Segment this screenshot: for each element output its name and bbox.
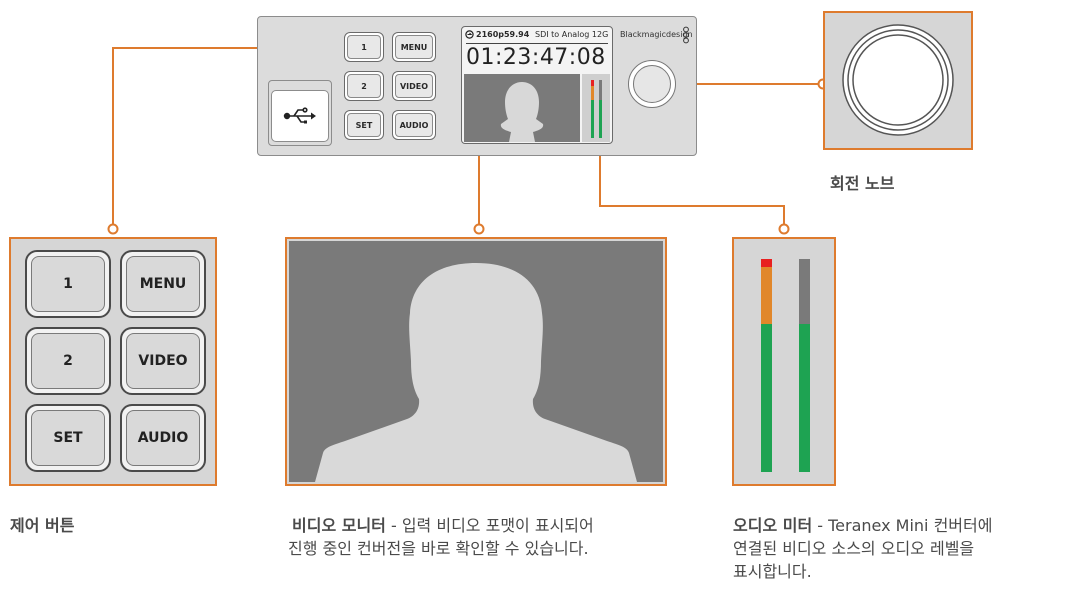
panel-rotary-knob-cap [633,65,671,103]
brand-logo: Blackmagicdesign [620,30,693,39]
audio-callout-line [599,138,785,229]
knob-caption: 회전 노브 [830,174,895,193]
video-caption: 비디오 모니터 - 입력 비디오 포맷이 표시되어 진행 중인 컨버전을 바로 … [288,514,708,560]
meter-left-green [761,324,772,472]
panel-button-video[interactable]: VIDEO [392,71,436,101]
lcd-signal-path: SDI to Analog 12G [535,30,609,39]
lcd-silhouette [500,82,544,142]
lcd-audio-meters [582,74,610,142]
audio-meter-right [799,259,810,472]
big-button-1[interactable]: 1 [25,250,111,318]
meter-left-red [761,259,772,267]
audio-caption-title: 오디오 미터 [733,516,813,535]
video-caption-title: 비디오 모니터 [292,516,386,535]
panel-button-menu[interactable]: MENU [392,32,436,62]
big-button-video[interactable]: VIDEO [120,327,206,395]
audio-caption-desc-2: 연결된 비디오 소스의 오디오 레벨을 [733,539,975,558]
lcd-video-format: 2160p59.94 [476,30,530,39]
lcd-video-preview [464,74,580,142]
big-button-2[interactable]: 2 [25,327,111,395]
audio-caption: 오디오 미터 - Teranex Mini 컨버터에 연결된 비디오 소스의 오… [733,514,1073,583]
audio-callout-box [732,237,836,486]
panel-button-1[interactable]: 1 [344,32,384,62]
usb-port[interactable] [271,90,329,142]
meter-left-orange [761,267,772,324]
buttons-caption: 제어 버튼 [10,516,75,535]
video-monitor-screen [289,241,663,482]
big-button-audio[interactable]: AUDIO [120,404,206,472]
big-button-menu[interactable]: MENU [120,250,206,318]
lcd-divider [466,43,608,44]
meter-right-green [799,324,810,472]
video-silhouette [315,263,637,482]
panel-button-set[interactable]: SET [344,110,384,140]
audio-meter-left [761,259,772,472]
knob-illustration [842,24,954,136]
big-button-set[interactable]: SET [25,404,111,472]
panel-button-audio[interactable]: AUDIO [392,110,436,140]
lcd-timecode: 01:23:47:08 [466,45,606,70]
brand-logo-mark [683,26,689,44]
sdi-input-icon [465,30,474,39]
audio-caption-desc-1: - Teranex Mini 컨버터에 [812,516,993,535]
audio-caption-desc-3: 표시합니다. [733,562,812,581]
video-caption-desc-2: 진행 중인 컨버전을 바로 확인할 수 있습니다. [288,539,589,558]
panel-button-2[interactable]: 2 [344,71,384,101]
usb-icon [283,107,316,124]
meter-right-gray [799,259,810,324]
video-caption-desc-1: - 입력 비디오 포맷이 표시되어 [385,516,594,535]
